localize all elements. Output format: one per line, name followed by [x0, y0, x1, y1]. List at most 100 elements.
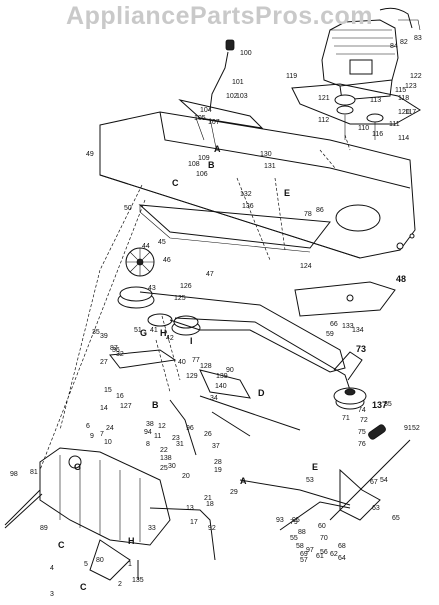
callout: 133 — [342, 323, 354, 330]
reference-letter: H — [160, 328, 167, 338]
callout: 30 — [168, 463, 176, 470]
callout: 40 — [178, 359, 186, 366]
callout: 33 — [148, 525, 156, 532]
callout: 136 — [242, 203, 254, 210]
callout: 9 — [90, 433, 94, 440]
callout: 18 — [206, 501, 214, 508]
callout: 69 — [300, 551, 308, 558]
callout: 15 — [104, 387, 112, 394]
callout: 51 — [134, 327, 142, 334]
callout: 49 — [86, 151, 94, 158]
callout: 44 — [142, 243, 150, 250]
callout: 35 — [92, 329, 100, 336]
reference-letter: C — [80, 582, 87, 592]
reference-letter: I — [190, 336, 193, 346]
callout: 60 — [318, 523, 326, 530]
callout: 82 — [400, 39, 408, 46]
callout: 26 — [204, 431, 212, 438]
callout: 76 — [358, 441, 366, 448]
callout: 138 — [160, 455, 172, 462]
callout: 36 — [112, 347, 120, 354]
reference-letter: C — [172, 178, 179, 188]
callout: 83 — [414, 35, 422, 42]
callout: 21 — [204, 495, 212, 502]
callout: 24 — [106, 425, 114, 432]
callout: 131 — [264, 163, 276, 170]
callout: 124 — [300, 263, 312, 270]
callout: 37 — [212, 443, 220, 450]
callout: 116 — [372, 131, 383, 138]
callout: 127 — [120, 403, 132, 410]
callout: 119 — [286, 73, 297, 80]
callout: 62 — [330, 551, 338, 558]
callout: 94 — [144, 429, 152, 436]
callout: 96 — [186, 425, 194, 432]
callout: 121 — [318, 95, 330, 102]
cooling-fan — [125, 247, 155, 277]
reference-letter: C — [58, 540, 65, 550]
callout: 79 — [290, 519, 298, 526]
callout: 134 — [352, 327, 364, 334]
callout: 53 — [306, 477, 314, 484]
callout: 122 — [410, 73, 422, 80]
callout: 34 — [210, 395, 218, 402]
callout: 101 — [232, 79, 244, 86]
drive-belt — [139, 291, 346, 373]
callout: 57 — [300, 557, 308, 564]
callout: 109 — [198, 155, 210, 162]
callout: 78 — [304, 211, 312, 218]
callout: 72 — [360, 417, 368, 424]
callout: 3 — [50, 591, 54, 598]
callout: 85 — [384, 401, 392, 408]
callout: 12 — [158, 423, 166, 430]
callout: 114 — [398, 135, 409, 142]
callout: 104 — [200, 107, 212, 114]
callout: 68 — [338, 543, 346, 550]
callout: 10 — [104, 439, 112, 446]
callout: 126 — [180, 283, 192, 290]
callout: 92 — [208, 525, 216, 532]
callout: 11 — [154, 433, 161, 440]
callout: 47 — [206, 271, 214, 278]
callout: 25 — [160, 465, 168, 472]
callout: 14 — [100, 405, 108, 412]
callout: 39 — [100, 333, 108, 340]
callout: 27 — [100, 359, 108, 366]
reference-letter: A — [214, 144, 221, 154]
callout: 111 — [389, 121, 400, 128]
callout: 7 — [100, 431, 104, 438]
callout: 50 — [124, 205, 132, 212]
callout: 13 — [186, 505, 194, 512]
callout: 137 — [372, 400, 387, 410]
callout: 66 — [330, 321, 338, 328]
callout: 115 — [395, 87, 406, 94]
reference-letter: G — [140, 328, 147, 338]
callout: 59 — [326, 331, 334, 338]
callout: 28 — [214, 459, 222, 466]
control-lever — [178, 39, 264, 149]
callout: 106 — [196, 171, 208, 178]
callout: 46 — [163, 257, 171, 264]
callout: 91 — [404, 425, 412, 432]
reference-letter: G — [74, 462, 81, 472]
callout: 70 — [320, 535, 328, 542]
callout: 48 — [396, 274, 406, 284]
callout: 113 — [370, 97, 381, 104]
callout: 65 — [392, 515, 400, 522]
callout: 73 — [356, 344, 366, 354]
transaxle — [4, 447, 216, 581]
callout: 29 — [230, 489, 238, 496]
callout: 100 — [240, 50, 252, 57]
callout: 67 — [370, 479, 378, 486]
callout: 80 — [96, 557, 104, 564]
callout: 110 — [358, 125, 369, 132]
watermark: AppliancePartsPros.com — [66, 2, 373, 30]
callout: 17 — [190, 519, 198, 526]
callout: 107 — [208, 119, 220, 126]
callout: 61 — [316, 553, 324, 560]
callout: 63 — [372, 505, 380, 512]
callout: 41 — [150, 327, 158, 334]
callout: 108 — [188, 161, 200, 168]
